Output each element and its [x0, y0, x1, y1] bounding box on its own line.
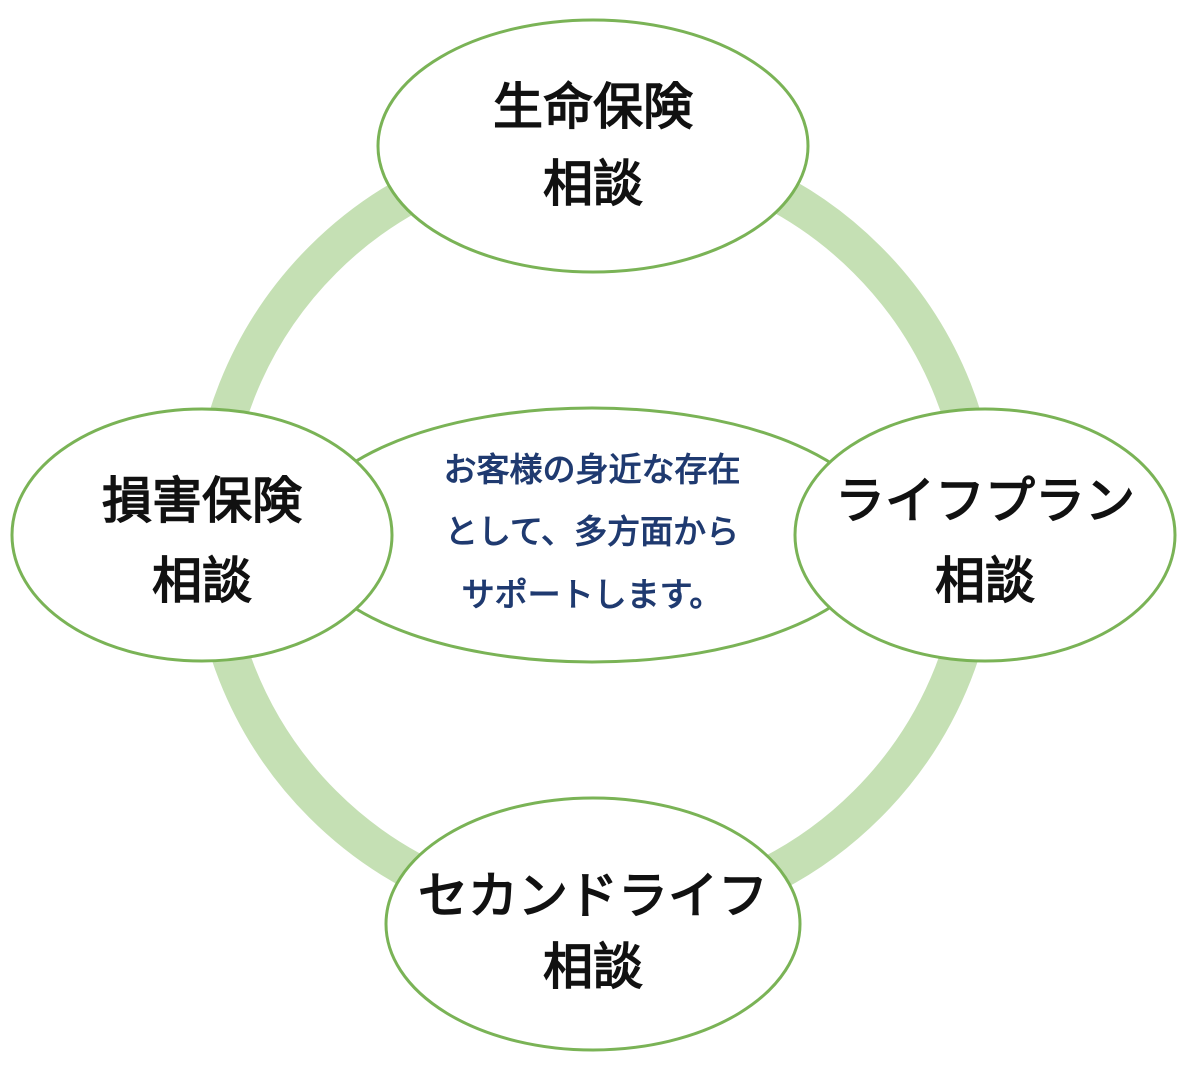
- node-life-plan-subtitle: 相談: [935, 552, 1035, 610]
- node-non-life-insurance-subtitle: 相談: [152, 552, 252, 610]
- node-life-insurance-title: 生命保険: [493, 78, 694, 136]
- node-non-life-insurance-ellipse: [10, 407, 394, 663]
- node-life-insurance-subtitle: 相談: [543, 155, 643, 213]
- node-second-life-ellipse: [384, 796, 802, 1052]
- node-second-life-title: セカンドライフ: [418, 867, 768, 925]
- node-non-life-insurance: 損害保険 相談: [10, 407, 394, 663]
- node-life-plan-title: ライフプラン: [835, 472, 1135, 530]
- node-life-insurance: 生命保険 相談: [376, 18, 810, 274]
- node-second-life-subtitle: 相談: [543, 938, 643, 996]
- node-life-insurance-ellipse: [376, 18, 810, 274]
- center-line-3: サポートします。: [462, 575, 723, 614]
- node-non-life-insurance-title: 損害保険: [102, 472, 303, 530]
- node-life-plan: ライフプラン 相談: [793, 407, 1177, 663]
- center-line-2: として、多方面から: [445, 512, 739, 551]
- center-line-1: お客様の身近な存在: [444, 450, 741, 489]
- center-message: お客様の身近な存在 として、多方面から サポートします。: [300, 406, 884, 664]
- node-life-plan-ellipse: [793, 407, 1177, 663]
- node-second-life: セカンドライフ 相談: [384, 796, 802, 1052]
